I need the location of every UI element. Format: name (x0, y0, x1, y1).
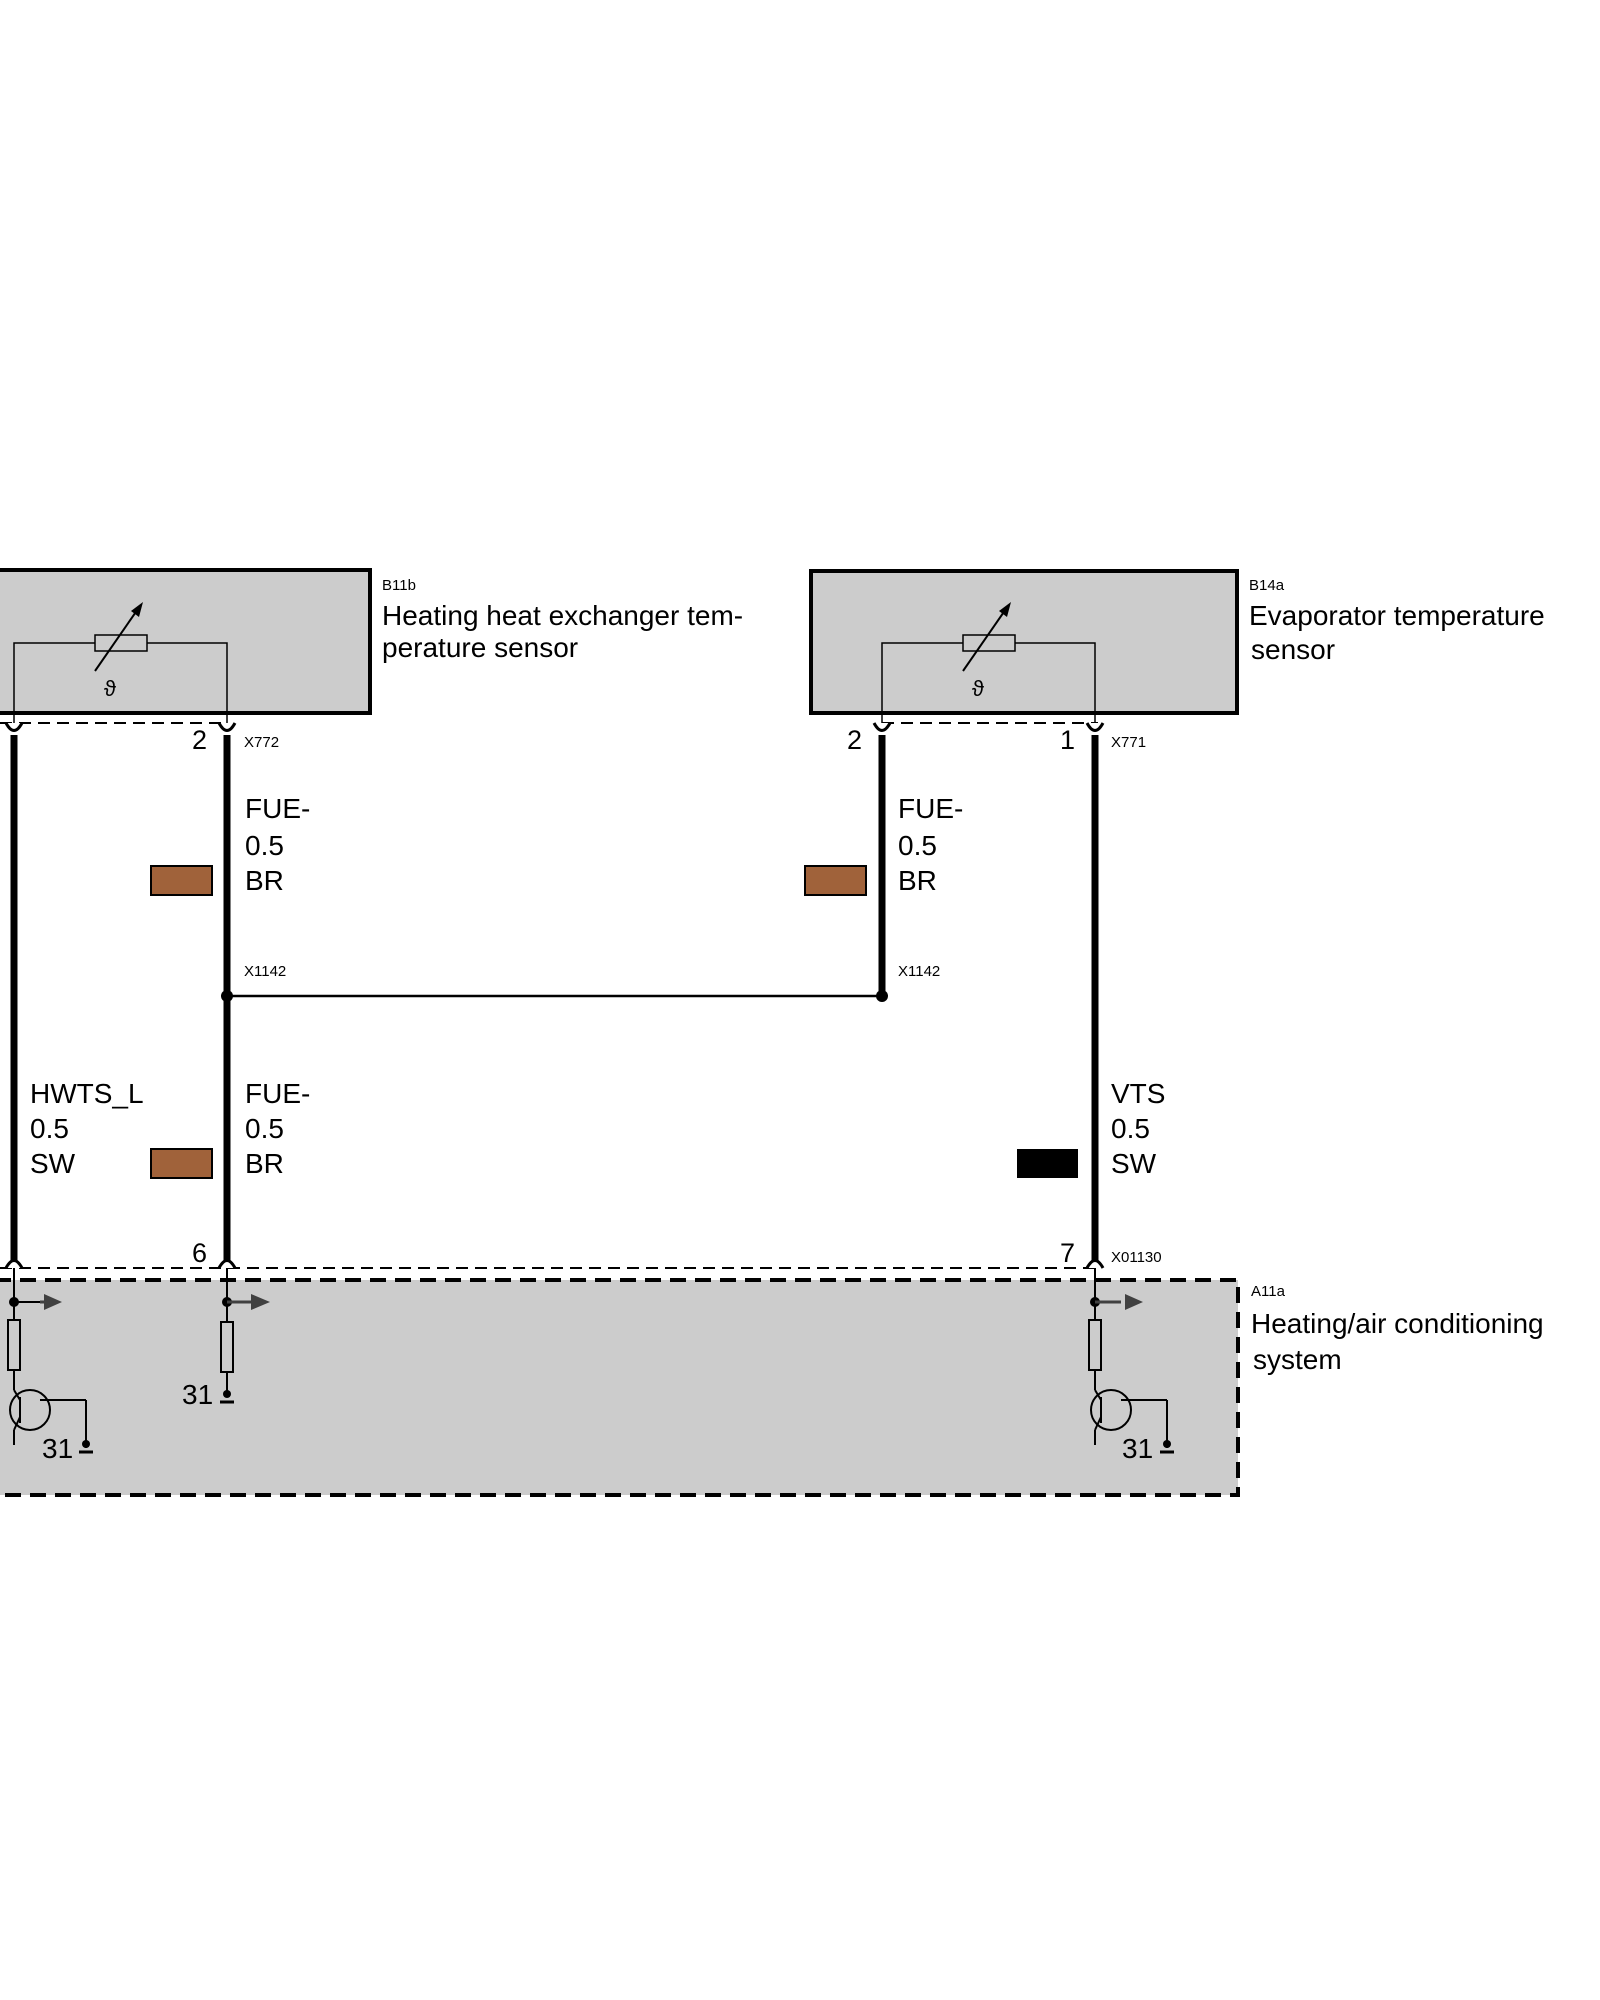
wire-gauge: 0.5 (1111, 1113, 1150, 1144)
pin-b14a-2: 2 (847, 725, 862, 755)
arrow-icon (1125, 1294, 1143, 1310)
vts-ground-dot (1163, 1440, 1171, 1448)
b11b-code: B11b (382, 577, 416, 594)
b11b-name-line1: Heating heat exchanger tem- (382, 600, 743, 631)
wire-color: BR (245, 1148, 284, 1179)
connector-x771: X771 (1111, 734, 1146, 751)
splice-dot-right (876, 990, 888, 1002)
splice-dot-left (221, 990, 233, 1002)
ground-label-vts: 31 (1122, 1433, 1153, 1464)
pin-a11a-7: 7 (1060, 1238, 1075, 1268)
b14a-thermistor-symbol: ϑ (881, 602, 1096, 723)
b14a-sensor-box (809, 569, 1239, 715)
wire-label-fue-upper-left: FUE- 0.5 BR (245, 793, 310, 896)
a11a-module-box (0, 1278, 1240, 1497)
b14a-code: B14a (1249, 577, 1285, 594)
b11b-thermistor-symbol: ϑ (13, 602, 228, 723)
a11a-code: A11a (1251, 1283, 1286, 1300)
a11a-fue-circuit (220, 1268, 253, 1394)
wire-gauge: 0.5 (30, 1113, 69, 1144)
b11b-name-line2: perature sensor (382, 632, 578, 663)
wire-signal: FUE- (245, 1078, 310, 1109)
swatch-fue-upper-left (150, 865, 213, 896)
fue-ground-dot (223, 1390, 231, 1398)
wire-signal: HWTS_L (30, 1078, 144, 1109)
connector-x1142-left: X1142 (244, 963, 286, 980)
arrow-icon (251, 1294, 270, 1310)
arrow-icon (44, 1294, 62, 1310)
wire-label-hwts: HWTS_L 0.5 SW (30, 1078, 144, 1179)
a11a-vts-circuit (1088, 1268, 1168, 1448)
ground-label-fue: 31 (182, 1379, 213, 1410)
ground-label-hwts: 31 (42, 1433, 73, 1464)
pin-b14a-1: 1 (1060, 725, 1075, 755)
connector-x772: X772 (244, 734, 279, 751)
b14a-name-line2: sensor (1251, 634, 1335, 665)
wire-gauge: 0.5 (245, 830, 284, 861)
wire-label-fue-upper-right: FUE- 0.5 BR (898, 793, 963, 896)
connector-x1142-right: X1142 (898, 963, 940, 980)
wire-gauge: 0.5 (898, 830, 937, 861)
a11a-name-line1: Heating/air conditioning (1251, 1308, 1544, 1339)
wire-color: SW (1111, 1148, 1157, 1179)
swatch-fue-lower (150, 1148, 213, 1179)
swatch-vts (1017, 1149, 1078, 1178)
wire-gauge: 0.5 (245, 1113, 284, 1144)
b14a-theta-symbol: ϑ (972, 676, 984, 701)
swatch-fue-upper-right (804, 865, 867, 896)
wire-color: BR (245, 865, 284, 896)
wire-color: BR (898, 865, 937, 896)
wire-color: SW (30, 1148, 76, 1179)
b11b-sensor-box (0, 568, 372, 715)
wire-signal: VTS (1111, 1078, 1165, 1109)
pin-a11a-6: 6 (192, 1238, 207, 1268)
connector-x01130: X01130 (1111, 1249, 1162, 1266)
a11a-name-line2: system (1253, 1344, 1342, 1375)
b11b-theta-symbol: ϑ (104, 676, 116, 701)
b14a-name-line1: Evaporator temperature (1249, 600, 1545, 631)
wire-label-vts: VTS 0.5 SW (1111, 1078, 1165, 1179)
wire-label-fue-lower: FUE- 0.5 BR (245, 1078, 310, 1179)
pin-b11b-2: 2 (192, 725, 207, 755)
wire-signal: FUE- (245, 793, 310, 824)
wire-signal: FUE- (898, 793, 963, 824)
pin-connector-symbols (4, 722, 1105, 1269)
hwts-ground-dot (82, 1440, 90, 1448)
